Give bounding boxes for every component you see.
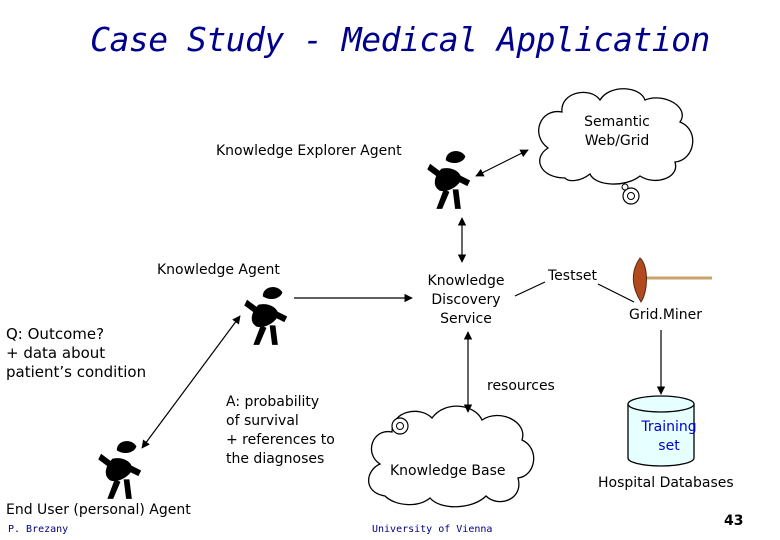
training-set-label: Training set [641, 419, 697, 454]
knowledge-agent-figure-icon [244, 287, 288, 345]
user-agent-connector [141, 315, 241, 449]
grid-bubble-small-icon [621, 183, 629, 191]
end-user-agent-figure-icon [98, 441, 142, 499]
hospital-databases-label: Hospital Databases [598, 475, 734, 491]
explorer-grid-connector [475, 149, 529, 177]
resources-label: resources [487, 378, 555, 394]
footer-author: P. Brezany [8, 524, 69, 535]
end-user-agent-label: End User (personal) Agent [6, 502, 191, 518]
page-title: Case Study - Medical Application [90, 20, 710, 59]
grid-bubble-inner-icon [627, 192, 635, 200]
semantic-grid-label: Semantic Web/Grid [584, 114, 650, 149]
testset-gridminer-connector [597, 283, 635, 303]
semantic-grid-cloud [538, 88, 694, 185]
knowledge-base-cloud [367, 405, 535, 508]
kb-bubble-inner-icon [396, 422, 404, 430]
knowledge-agent-label: Knowledge Agent [157, 262, 280, 278]
query-label: Q: Outcome? + data about patient’s condi… [6, 325, 147, 381]
gridminer-label: Grid.Miner [629, 307, 703, 323]
answer-label: A: probability of survival + references … [226, 394, 335, 467]
page-number: 43 [724, 513, 744, 529]
pickaxe-icon [632, 257, 712, 303]
testset-label: Testset [548, 268, 597, 284]
explorer-agent-figure-icon [427, 151, 471, 209]
kds-testset-connector [514, 281, 546, 297]
kb-bubble-icon [391, 417, 409, 435]
footer-institution: University of Vienna [372, 524, 493, 535]
kds-label: Knowledge Discovery Service [427, 273, 505, 327]
hospital-database-icon [627, 395, 695, 467]
grid-bubble-icon [622, 187, 640, 205]
knowledge-base-label: Knowledge Base [390, 463, 506, 479]
knowledge-explorer-agent-label: Knowledge Explorer Agent [216, 143, 402, 159]
